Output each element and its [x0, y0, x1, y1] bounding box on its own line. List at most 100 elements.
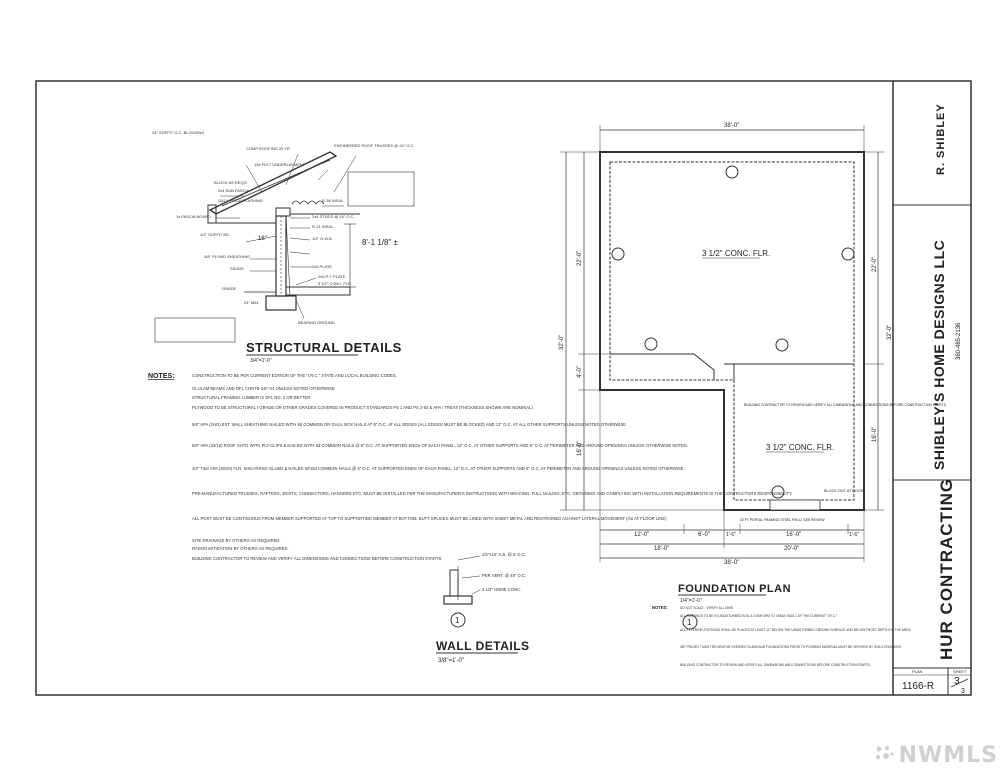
nwmls-watermark: NWMLS	[873, 743, 998, 768]
dim-left-c: 16'-0"	[577, 441, 583, 456]
note-item: CONSTRUCTION TO BE PER CURRENT EDITION O…	[192, 373, 397, 378]
plan-marker-bottom	[771, 485, 785, 499]
note-item: GLULAM BEAMS AND DFL CONTB 24F-V4 UNLESS…	[192, 386, 335, 391]
callout-felt: 15# FELT UNDERLAYMENT	[254, 162, 306, 167]
foundation-note: BUILDING CONTRACTOR TO REVIEW AND VERIFY…	[680, 663, 871, 667]
callout-soffit-bd: 1/2" SOFFIT BD.	[200, 232, 230, 237]
note-item: STRUCTURAL FRAMING LUMBER IS DFL NO. 2 O…	[192, 395, 310, 400]
dim-bottom-left: 12'-0"	[634, 532, 649, 538]
designer-name: SHIBLEY'S HOME DESIGNS LLC	[931, 240, 947, 470]
structural-span-label: 16"	[258, 236, 267, 242]
note-item: RADON MITIGATION BY OTHERS AS REQUIRED.	[192, 546, 289, 551]
dim-bottom-row2-right: 20'-0"	[784, 546, 799, 552]
callout-pt-plate: 2x6 P.T. PLATE	[318, 274, 346, 279]
foundation-notes: DO NOT SCALE - VERIFY ALL DIMS ALL FOOTI…	[680, 606, 911, 667]
dim-left-total: 32'-0"	[559, 335, 565, 350]
sheet-label: SHEET	[953, 669, 967, 674]
callout-bearing-ground: BEARING GROUND	[298, 320, 335, 325]
wall-details-title: WALL DETAILS	[436, 639, 530, 653]
plan-label: PLAN	[912, 669, 923, 674]
plan-marker-left	[611, 247, 625, 261]
foundation-note: ALL FOOTINGS TO BE IN UNDISTURBED SOIL &…	[680, 614, 837, 618]
structural-details-scale: 3/4"=1'-0"	[250, 358, 272, 364]
wall-callout: PER VERT. @ 48" O.C.	[482, 573, 526, 578]
note-item: 5/8" APA (2HO) EXT. WALL SHEATHING NAILE…	[192, 422, 626, 427]
dim-right-b: 16'-0"	[872, 427, 878, 442]
foundation-note: DO NOT SCALE - VERIFY ALL DIMS	[680, 606, 733, 610]
note-item: PLYWOOD TO BE STRUCTURAL I GRADE OR OTHE…	[192, 405, 533, 410]
foundation-outline	[599, 151, 865, 511]
door-note: 20 FT PORTAL FRAMING STEEL FIELD, SEE RE…	[740, 518, 825, 522]
foundation-note: ALL EXTERIOR FOOTINGS SHALL BE PLACED AT…	[680, 628, 911, 632]
structural-detail-drawing	[154, 151, 415, 343]
plan-marker-top	[725, 165, 739, 179]
dim-right-a: 22'-0"	[872, 257, 878, 272]
note-item: 3/4" T&G APA (40/20) FLR. SHEATHING GLUE…	[192, 466, 685, 471]
foundation-notes-heading: NOTES:	[652, 605, 668, 610]
notes-list: CONSTRUCTION TO BE PER CURRENT EDITION O…	[192, 373, 792, 561]
callout-plate: 2x6 PLATE	[312, 264, 332, 269]
structural-details-title: STRUCTURAL DETAILS	[246, 340, 402, 355]
wall-callout: 1/2"x10" A.B. @ 6' O.C.	[482, 552, 526, 557]
wall-callout: 3 1/2" HOME CONC.	[482, 587, 521, 592]
structural-height-label: 8'-1 1/8" ±	[362, 238, 398, 247]
foundation-plan-scale: 1/4"=1'-0"	[680, 598, 702, 604]
dim-top: 38'-0"	[724, 123, 739, 129]
dim-bottom-row2-left: 18'-0"	[654, 546, 669, 552]
note-item: SITE DRAINAGE BY OTHERS AS REQUIRED.	[192, 538, 281, 543]
block-out-label: BLOCK OUT AT DOOR	[824, 489, 864, 493]
plan-marker-number: 1	[687, 618, 692, 627]
callout-24-min: 24" MIN.	[244, 300, 259, 305]
callout-r21: R-21 INSUL.	[312, 224, 335, 229]
plan-marker-lower-left	[644, 337, 658, 351]
sheet-number: 3	[954, 676, 960, 687]
notes-heading: NOTES:	[148, 373, 174, 380]
nwmls-logo-icon	[875, 746, 894, 759]
plan-marker-footing	[682, 614, 698, 630]
wall-section-marker	[450, 612, 466, 628]
dim-left-a: 22'-0"	[577, 251, 583, 266]
callout-fascia-board: 1x FASCIA BOARD	[176, 214, 211, 219]
dim-right-total: 32'-0"	[887, 325, 893, 340]
callout-trusses: ENGINEERED ROOF TRUSSES @ 24" O.C.	[334, 143, 415, 148]
sheet-total: 3	[961, 688, 965, 695]
structural-callouts: 24" SOFFIT O.C. BLOCKING COMP ROOFING 20…	[152, 130, 415, 325]
sheet-border	[35, 80, 972, 696]
designer-phone: 360-485-2136	[956, 322, 962, 360]
callout-conc-flr: 3 1/2" CONC. FLR.	[318, 281, 352, 286]
watermark-text: NWMLS	[898, 743, 998, 768]
dim-bottom-gap-a: 1'-6"	[726, 532, 736, 538]
note-item: ALL POST MUST BE CONTINUOUS FROM MEMBER …	[192, 516, 667, 521]
callout-r38: R-38 INSUL.	[322, 198, 345, 203]
room-upper-label: 3 1/2" CONC. FLR.	[702, 249, 770, 258]
dim-bottom-gap-b: 1'-6"	[849, 532, 859, 538]
dim-left-b: 4'-0"	[577, 366, 583, 378]
callout-block: BLOCK AS REQ'D	[214, 180, 247, 185]
callout-roofing: COMP ROOFING 20 YR	[246, 146, 290, 151]
drawn-by-label: R. SHIBLEY	[935, 103, 947, 175]
dim-bottom-total: 38'-0"	[724, 560, 739, 566]
room-lower-label: 3 1/2" CONC. FLR.	[766, 443, 834, 452]
callout-soffit-blocking: 24" SOFFIT O.C. BLOCKING	[152, 130, 204, 135]
contractor-name: HUR CONTRACTING	[937, 478, 956, 660]
wall-detail-drawing	[443, 555, 481, 628]
callout-sub-fascia: 2x4 SUB FASCIA	[218, 188, 249, 193]
wall-marker-number: 1	[455, 616, 460, 625]
note-item: PRE-MANUFACTURED TRUSSES, RAFTERS, JOIST…	[192, 491, 792, 496]
callout-gwb: 1/2" G.W.B.	[312, 236, 333, 241]
callout-sheathing: 3/8" PLYWD SHEATHING	[204, 254, 250, 259]
dim-bottom-mid: 6'-0"	[698, 532, 710, 538]
wall-callouts: 1/2"x10" A.B. @ 6' O.C. PER VERT. @ 48" …	[482, 552, 526, 592]
note-item: 5/8" APA (32/16) ROOF SHTG WITH PLY-CLIP…	[192, 443, 688, 448]
foundation-plan-drawing	[560, 125, 884, 630]
callout-grade: GRADE	[222, 286, 237, 291]
dim-bottom-right: 16'-0"	[786, 532, 801, 538]
callout-flashing: GALV. ROOF FLASHING	[218, 198, 263, 203]
note-item: BUILDING CONTRACTOR TO REVIEW AND VERIFY…	[192, 556, 442, 561]
plan-marker-right	[841, 247, 855, 261]
foundation-note: 3/8" PROJECT MUST REVIEW OR OVERSEE SLAB…	[680, 645, 902, 649]
plan-number: 1166-R	[902, 681, 934, 692]
plan-inside-note: BUILDING CONTRACTOR TO REVIEW AND VERIFY…	[744, 403, 947, 407]
callout-studs: 2x4 STUDS @ 16" O.C.	[312, 214, 355, 219]
